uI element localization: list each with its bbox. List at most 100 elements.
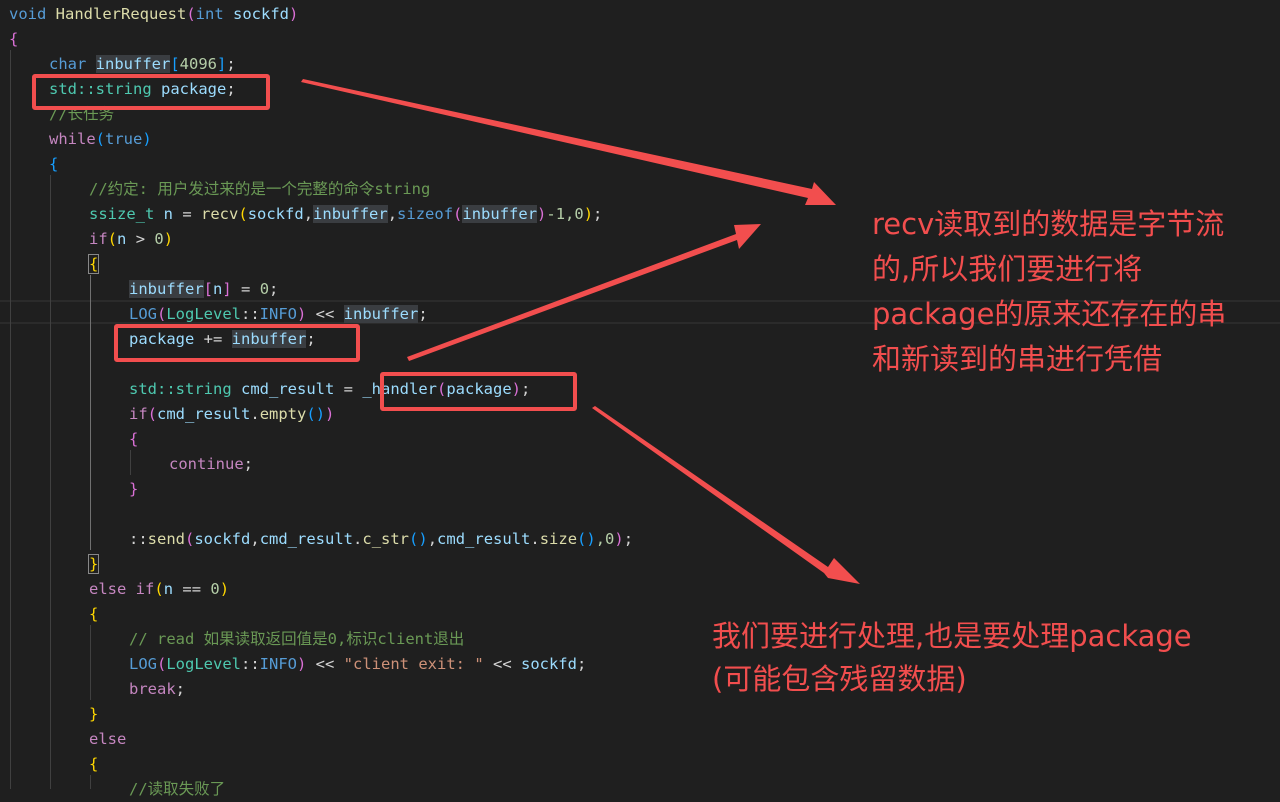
code-line-11[interactable]: { (87, 252, 100, 277)
control-keyword: if (135, 580, 155, 598)
paren: () (577, 530, 596, 548)
control-keyword: if (129, 405, 148, 423)
index: n (213, 280, 223, 298)
code-line-27[interactable]: } (89, 705, 99, 723)
code-line-25[interactable]: LOG(LogLevel::INFO) << "client exit: " <… (129, 652, 586, 677)
operator: > (126, 230, 155, 248)
variable: inbuffer (343, 305, 419, 323)
code-line-23[interactable]: { (89, 605, 99, 623)
variable: n (163, 580, 174, 598)
paren: ) (614, 530, 624, 548)
control-keyword: continue (169, 455, 244, 473)
param: sockfd (233, 5, 290, 23)
code-line-6[interactable]: while(true) (49, 127, 152, 152)
paren: ( (436, 380, 447, 398)
variable: cmd_result (241, 380, 335, 398)
argument: inbuffer (313, 205, 388, 223)
type: LogLevel (166, 655, 241, 673)
string-literal: "client exit: " (343, 655, 484, 673)
number: -1,0 (546, 205, 584, 223)
scope-operator: :: (241, 655, 260, 673)
paren: ) (511, 380, 521, 398)
variable: inbuffer (95, 55, 171, 73)
bracket: [ (170, 55, 180, 73)
comma: , (303, 205, 314, 223)
operator: << (306, 305, 344, 323)
paren: ( (157, 305, 167, 323)
semicolon: ; (593, 205, 603, 223)
semicolon: ; (243, 455, 253, 473)
code-line-2[interactable]: { (9, 30, 19, 48)
code-line-9[interactable]: ssize_t n = recv(sockfd,inbuffer,sizeof(… (89, 202, 602, 227)
operator: = (334, 380, 363, 398)
keyword: int (195, 5, 224, 23)
dot: . (250, 405, 260, 423)
code-line-13[interactable]: LOG(LogLevel::INFO) << inbuffer; (129, 302, 428, 327)
matched-brace: } (87, 554, 100, 574)
operator: << (306, 655, 344, 673)
code-line-8-comment[interactable]: //约定: 用户发过来的是一个完整的命令string (89, 180, 431, 198)
paren: ) (297, 305, 307, 323)
code-line-7[interactable]: { (49, 155, 59, 173)
arrow-down-right-icon (592, 406, 860, 584)
code-line-29[interactable]: { (89, 755, 99, 773)
paren: ) (583, 205, 594, 223)
semicolon: ; (269, 280, 279, 298)
method-name: empty (259, 405, 307, 423)
type: std::string (129, 380, 232, 398)
code-line-20[interactable]: ::send(sockfd,cmd_result.c_str(),cmd_res… (129, 527, 633, 552)
paren: ) (537, 205, 547, 223)
note-1-line-2: 的,所以我们要进行将 (872, 252, 1143, 286)
code-line-3[interactable]: char inbuffer[4096]; (49, 52, 236, 77)
code-line-12[interactable]: inbuffer[n] = 0; (129, 277, 278, 302)
code-line-19[interactable]: } (129, 480, 139, 498)
enum-value: INFO (259, 655, 297, 673)
variable: n (163, 205, 174, 223)
note-1-line-1: recv读取到的数据是字节流 (872, 207, 1225, 241)
code-line-1[interactable]: void HandlerRequest(int sockfd) (9, 2, 298, 27)
code-line-28[interactable]: else (89, 730, 127, 748)
note-1-line-3: package的原来还存在的串 (872, 297, 1227, 331)
argument: sockfd (247, 205, 304, 223)
code-line-14[interactable]: package += inbuffer; (129, 327, 316, 352)
number: 0 (210, 580, 220, 598)
semicolon: ; (623, 530, 634, 548)
code-line-16[interactable]: if(cmd_result.empty()) (129, 402, 334, 427)
keyword: void (9, 5, 47, 23)
semicolon: ; (306, 330, 316, 348)
paren: ) (219, 580, 230, 598)
keyword: char (49, 55, 87, 73)
control-keyword: while (49, 130, 96, 148)
paren: ) (289, 5, 299, 23)
keyword: true (105, 130, 143, 148)
code-line-22[interactable]: else if(n == 0) (89, 577, 229, 602)
comma: , (250, 530, 260, 548)
paren: () (409, 530, 428, 548)
variable: package (129, 330, 195, 348)
note-1-line-4: 和新读到的串进行凭借 (872, 342, 1163, 376)
code-line-24-comment[interactable]: // read 如果读取返回值是0,标识client退出 (129, 630, 465, 648)
operator: = (173, 205, 202, 223)
semicolon: ; (521, 380, 531, 398)
semicolon: ; (418, 305, 428, 323)
code-line-26[interactable]: break; (129, 677, 185, 702)
type: ssize_t (89, 205, 155, 223)
code-line-21[interactable]: } (87, 552, 100, 577)
variable: package (161, 80, 227, 98)
scope-operator: :: (129, 530, 148, 548)
code-line-10[interactable]: if(n > 0) (89, 227, 173, 252)
code-line-17[interactable]: { (129, 430, 139, 448)
control-keyword: else (89, 580, 127, 598)
paren: ( (185, 530, 195, 548)
code-line-18[interactable]: continue; (169, 452, 253, 477)
operator: == (173, 580, 211, 598)
type: std::string (49, 80, 152, 98)
code-line-4[interactable]: std::string package; (49, 77, 236, 102)
operator: = (231, 280, 260, 298)
indent-guide (50, 175, 51, 789)
highlight-box-package-decl (32, 74, 270, 110)
number: 0 (259, 280, 270, 298)
paren: ( (157, 655, 167, 673)
